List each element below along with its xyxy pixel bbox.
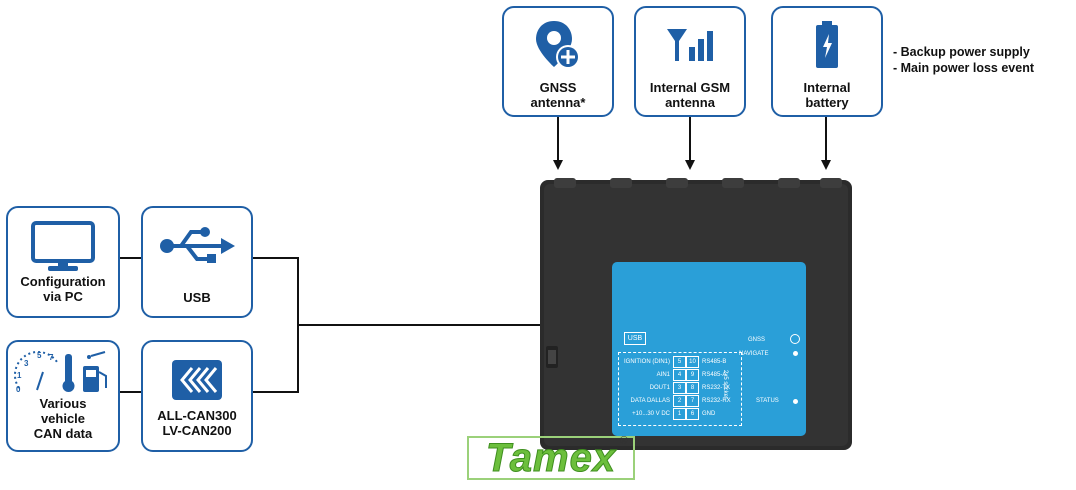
device-panel: USB GNSS NAVIGATE STATUS 2x5 socket IGNI…	[612, 262, 806, 436]
pin-right-label: RS232-RX	[702, 398, 731, 404]
pin-left-label: +10...30 V DC	[632, 411, 670, 417]
pin-right-label: RS485-B	[702, 359, 727, 365]
pin-right-label: GND	[702, 411, 716, 417]
battery-icon	[814, 16, 840, 74]
gnss-led	[790, 334, 800, 344]
navigate-led-label: NAVIGATE	[739, 351, 769, 357]
note-power-loss: - Main power loss event	[893, 61, 1035, 75]
tamex-logo: Tamex ®	[467, 435, 635, 480]
gnss-led-label: GNSS	[748, 337, 766, 343]
signal-icon	[665, 16, 715, 74]
vehicle-gauges-icon: 0 1 3 5 7	[13, 346, 113, 396]
status-led	[793, 399, 798, 404]
pin-number: 10	[686, 356, 699, 368]
monitor-icon	[30, 218, 96, 274]
navigate-led	[793, 351, 798, 356]
svg-text:1: 1	[17, 371, 22, 380]
usb-card: USB	[141, 206, 253, 318]
registered-mark: ®	[619, 435, 629, 447]
pin-number: 4	[673, 369, 686, 381]
pin-left-label: AIN1	[656, 372, 670, 378]
pin-right-label: RS232-TX	[702, 385, 731, 391]
pin-left-label: IGNITION (DIN1)	[624, 359, 670, 365]
pin-number: 7	[686, 395, 699, 407]
usb-icon	[159, 218, 235, 274]
pin-number: 5	[673, 356, 686, 368]
pin-number: 3	[673, 382, 686, 394]
svg-text:7: 7	[49, 353, 54, 362]
svg-text:5: 5	[37, 351, 42, 360]
battery-notes: - Backup power supply - Main power loss …	[893, 44, 1034, 76]
usb-label: USB	[183, 290, 211, 305]
gnss-pin-icon	[534, 16, 582, 74]
usb-port-marker: USB	[624, 332, 646, 345]
pinout-box	[618, 352, 742, 426]
pin-left-label: DOUT1	[649, 385, 670, 391]
svg-text:3: 3	[24, 359, 29, 368]
pin-number: 8	[686, 382, 699, 394]
pin-left-label: DATA DALLAS	[630, 398, 670, 404]
pin-number: 2	[673, 395, 686, 407]
pin-right-label: RS485-A	[702, 372, 727, 378]
note-backup-power: - Backup power supply	[893, 45, 1030, 59]
can-adapter-icon	[170, 352, 224, 408]
logo-text: Tamex	[485, 435, 617, 480]
status-led-label: STATUS	[756, 398, 779, 404]
svg-text:0: 0	[16, 385, 21, 394]
pin-number: 9	[686, 369, 699, 381]
pin-number: 1	[673, 408, 686, 420]
pin-number: 6	[686, 408, 699, 420]
